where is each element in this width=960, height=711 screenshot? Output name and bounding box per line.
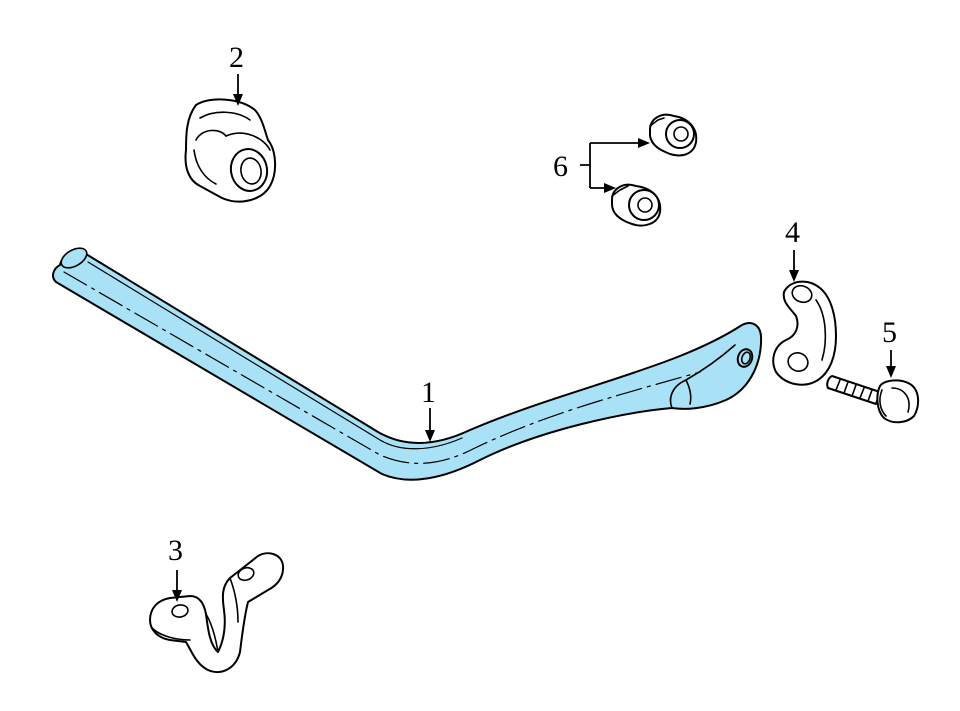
callout-6-arrow-lower xyxy=(604,183,616,193)
bushing[interactable] xyxy=(184,98,276,203)
callout-4-arrow xyxy=(789,270,799,282)
callout-4-label: 4 xyxy=(785,216,800,249)
bolt-head xyxy=(876,379,920,424)
nut-upper-face xyxy=(665,119,695,149)
callout-5-label: 5 xyxy=(882,316,897,349)
callout-1-label: 1 xyxy=(421,376,436,409)
bolt-flange xyxy=(879,389,887,417)
bushing-bore-inner xyxy=(240,157,262,185)
callout-3-label: 3 xyxy=(168,534,183,567)
stabilizer-bar[interactable] xyxy=(52,244,763,481)
bushing-slot xyxy=(195,129,227,141)
nut-lower[interactable] xyxy=(611,183,662,227)
stabilizer-bar-centerline xyxy=(63,271,701,464)
link[interactable] xyxy=(772,280,837,386)
callout-2-arrow xyxy=(233,94,243,106)
bolt-threads xyxy=(835,379,873,402)
bushing-side xyxy=(193,149,217,185)
stabilizer-bar-end xyxy=(60,247,88,269)
callout-5-arrow xyxy=(886,366,896,378)
callout-3-arrow xyxy=(172,590,182,602)
callout-1-arrow xyxy=(425,430,435,442)
callout-6-leader xyxy=(580,142,640,189)
bracket-hole-right xyxy=(237,566,255,582)
nut-upper[interactable] xyxy=(649,113,698,157)
stabilizer-bar-hole-inner xyxy=(740,351,752,365)
bushing-top-line xyxy=(199,111,251,121)
callout-6-label: 6 xyxy=(553,150,568,183)
bushing-face-edge xyxy=(225,132,271,151)
link-bottom-eye xyxy=(787,352,809,372)
nut-lower-flange xyxy=(611,185,629,197)
bracket-bend-right xyxy=(229,577,239,623)
nut-upper-flange xyxy=(649,117,665,127)
link-edge xyxy=(815,299,827,361)
bracket-hole-left xyxy=(171,604,189,618)
stabilizer-bar-highlight xyxy=(87,261,463,450)
link-top-eye xyxy=(791,284,813,304)
bolt[interactable] xyxy=(826,375,920,424)
stabilizer-bar-body xyxy=(52,250,763,481)
nut-upper-hole xyxy=(673,126,689,142)
bolt-head-face xyxy=(891,387,910,413)
nut-lower-face xyxy=(628,189,660,221)
nut-lower-hole xyxy=(637,197,653,213)
callout-2-label: 2 xyxy=(229,41,244,74)
stabilizer-bar-flat-end-lower xyxy=(685,379,692,405)
bracket[interactable] xyxy=(149,552,285,673)
bracket-body xyxy=(149,552,285,673)
bracket-bend xyxy=(205,613,219,653)
bracket-flange-edge xyxy=(151,627,191,641)
callout-6-arrow-upper xyxy=(638,138,650,148)
